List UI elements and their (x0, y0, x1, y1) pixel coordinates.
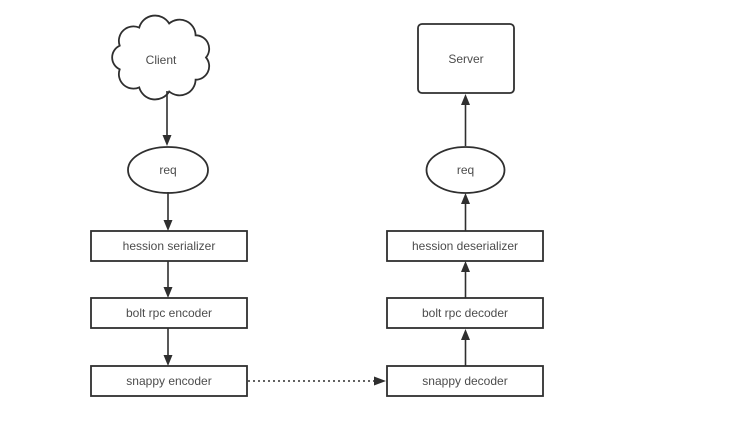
arrowhead-up-icon (461, 94, 470, 105)
dotted-arrow-snappy-encoder-to-snappy-decoder (248, 376, 386, 386)
arrow-hession-serializer-to-bolt-encoder (163, 261, 173, 298)
arrow-bolt-encoder-to-snappy-encoder (163, 328, 173, 366)
arrow-hession-deserializer-to-req (461, 193, 470, 231)
arrowhead-down-icon (162, 135, 172, 146)
arrowhead-right-icon (374, 376, 386, 386)
arrowhead-up-icon (461, 261, 470, 272)
snappy-decoder-label: snappy decoder (422, 374, 507, 388)
rounded-rect-shape (417, 23, 515, 94)
node-hession-deserializer: hession deserializer (386, 230, 544, 262)
node-bolt-rpc-decoder: bolt rpc decoder (386, 297, 544, 329)
node-snappy-decoder: snappy decoder (386, 365, 544, 397)
arrowhead-down-icon (163, 220, 173, 231)
hession-serializer-label: hession serializer (123, 239, 216, 253)
arrowhead-up-icon (461, 329, 470, 340)
server-label: Server (448, 52, 483, 66)
arrow-req-to-hession-serializer (163, 192, 173, 231)
cloud-shape (111, 14, 211, 101)
req-ellipse-right: req (425, 146, 506, 194)
arrowhead-down-icon (163, 287, 173, 298)
rect-shape (90, 230, 248, 262)
rect-shape (386, 365, 544, 397)
rect-shape (386, 297, 544, 329)
node-bolt-rpc-encoder: bolt rpc encoder (90, 297, 248, 329)
snappy-encoder-label: snappy encoder (126, 374, 211, 388)
arrow-client-to-req (162, 91, 172, 146)
arrow-req-to-server (461, 94, 470, 146)
arrowhead-up-icon (461, 193, 470, 204)
hession-deserializer-label: hession deserializer (412, 239, 518, 253)
req-right-label: req (457, 163, 474, 177)
arrow-bolt-decoder-to-hession-deserializer (461, 261, 470, 298)
client-cloud-node: Client (111, 14, 211, 101)
node-snappy-encoder: snappy encoder (90, 365, 248, 397)
req-left-label: req (159, 163, 176, 177)
rect-shape (386, 230, 544, 262)
arrow-snappy-decoder-to-bolt-decoder (461, 329, 470, 366)
node-server: Server (417, 23, 515, 94)
rect-shape (90, 365, 248, 397)
bolt-rpc-decoder-label: bolt rpc decoder (422, 306, 508, 320)
client-label: Client (146, 53, 177, 67)
node-hession-serializer: hession serializer (90, 230, 248, 262)
req-ellipse-left: req (127, 146, 209, 194)
rect-shape (90, 297, 248, 329)
arrowhead-down-icon (163, 355, 173, 366)
bolt-rpc-encoder-label: bolt rpc encoder (126, 306, 212, 320)
